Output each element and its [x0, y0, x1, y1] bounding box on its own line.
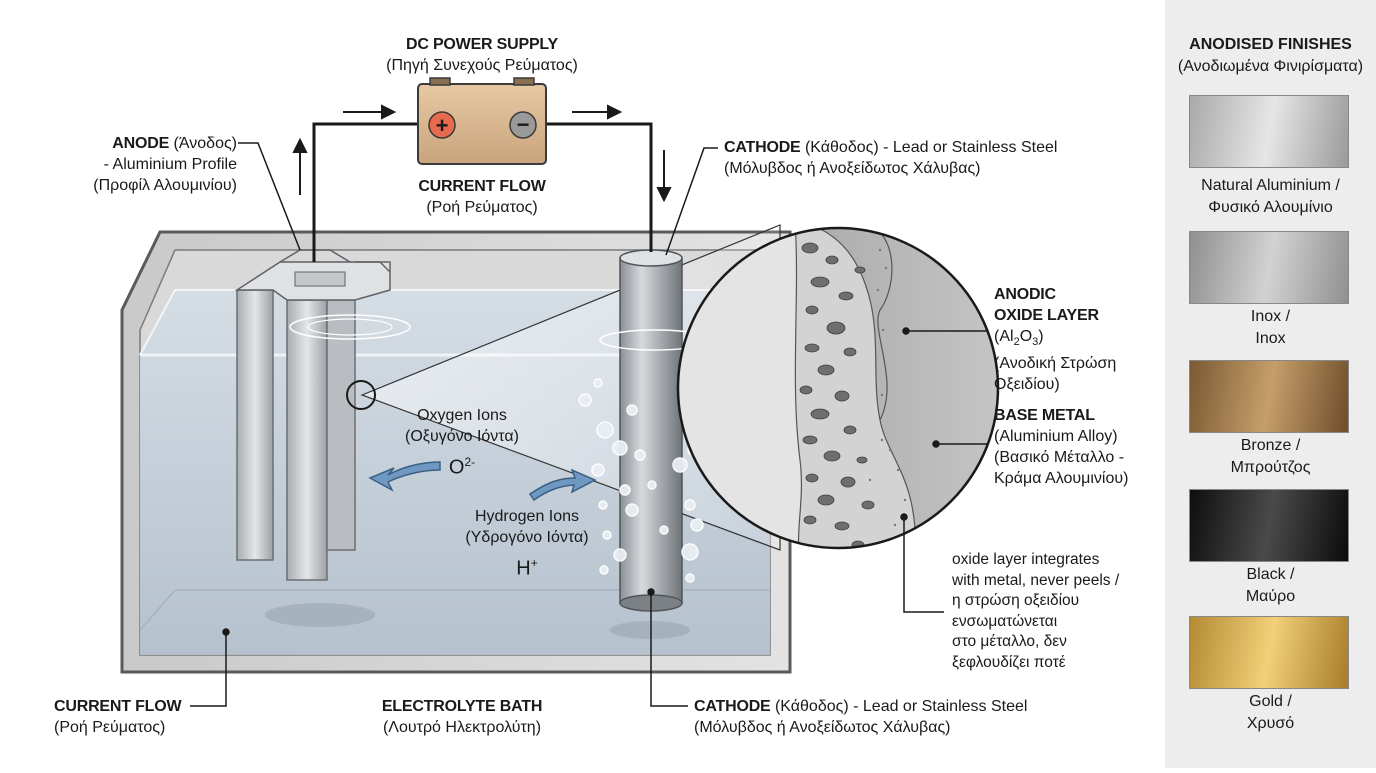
swatch-label-gold: Gold /Χρυσό [1246, 693, 1295, 732]
current-arrows [292, 104, 672, 203]
electrolyte-bath-label: ELECTROLYTE BATH (Λουτρό Ηλεκτρολύτη) [381, 698, 543, 736]
anode-label: ANODE (Άνοδος) - Aluminium Profile (Προφ… [93, 135, 237, 194]
swatch-label-natural-aluminium: Natural Aluminium /Φυσικό Αλουμίνιο [1201, 177, 1340, 216]
lens-frame [676, 226, 1000, 550]
zoom-marker [346, 380, 376, 410]
current-flow-top-label: CURRENT FLOW (Ροή Ρεύματος) [418, 178, 546, 216]
power-supply-label: DC POWER SUPPLY (Πηγή Συνεχούς Ρεύματος) [386, 36, 578, 74]
swatch-bronze [1189, 360, 1349, 433]
swatch-label-bronze: Bronze /Μπρούτζος [1230, 437, 1311, 476]
swatch-black [1189, 489, 1349, 562]
oxide-integration-note: oxide layer integrates with metal, never… [952, 551, 1120, 671]
hydrogen-ion-arrow [528, 468, 597, 502]
leader-lines [190, 142, 988, 707]
oxygen-ion-arrow [368, 461, 441, 492]
negative-terminal [509, 111, 537, 139]
swatch-label-black: Black /Μαύρο [1245, 566, 1296, 605]
cathode-top-label: CATHODE (Κάθοδος) - Lead or Stainless St… [724, 139, 1058, 177]
swatch-inox [1189, 231, 1349, 304]
circuit-wires [312, 122, 653, 262]
positive-terminal [428, 111, 456, 139]
hydrogen-ions-label: Hydrogen Ions (Υδρογόνο Ιόντα) H+ [465, 508, 589, 580]
minus-sign: − [517, 112, 530, 137]
cathode-bottom-label: CATHODE (Κάθοδος) - Lead or Stainless St… [694, 698, 1028, 736]
oxygen-ions-label: Oxygen Ions (Οξυγόνο Ιόντα) O2- [405, 407, 519, 479]
diagram-illustration: + − [120, 77, 1000, 707]
dc-power-supply: + − [417, 77, 547, 165]
anodised-finishes-panel: ANODISED FINISHES (Ανοδιωμένα Φινιρίσματ… [1165, 0, 1376, 768]
plus-sign: + [436, 113, 449, 138]
anodising-diagram: + − [54, 36, 1129, 736]
swatch-natural-aluminium [1189, 95, 1349, 168]
base-metal-label: BASE METAL (Aluminium Alloy) (Βασικό Μέτ… [994, 407, 1129, 487]
current-flow-bottom-label: CURRENT FLOW (Ροή Ρεύματος) [54, 698, 182, 736]
anodic-oxide-layer-label: ANODIC OXIDE LAYER (Al2O3) (Ανοδική Στρώ… [994, 286, 1117, 394]
anode-profile [234, 249, 411, 581]
cathode-rod [599, 249, 711, 612]
finishes-title: ANODISED FINISHES (Ανοδιωμένα Φινιρίσματ… [1177, 36, 1364, 75]
swatch-gold [1189, 616, 1349, 689]
swatch-label-inox: Inox /Inox [1250, 308, 1291, 347]
